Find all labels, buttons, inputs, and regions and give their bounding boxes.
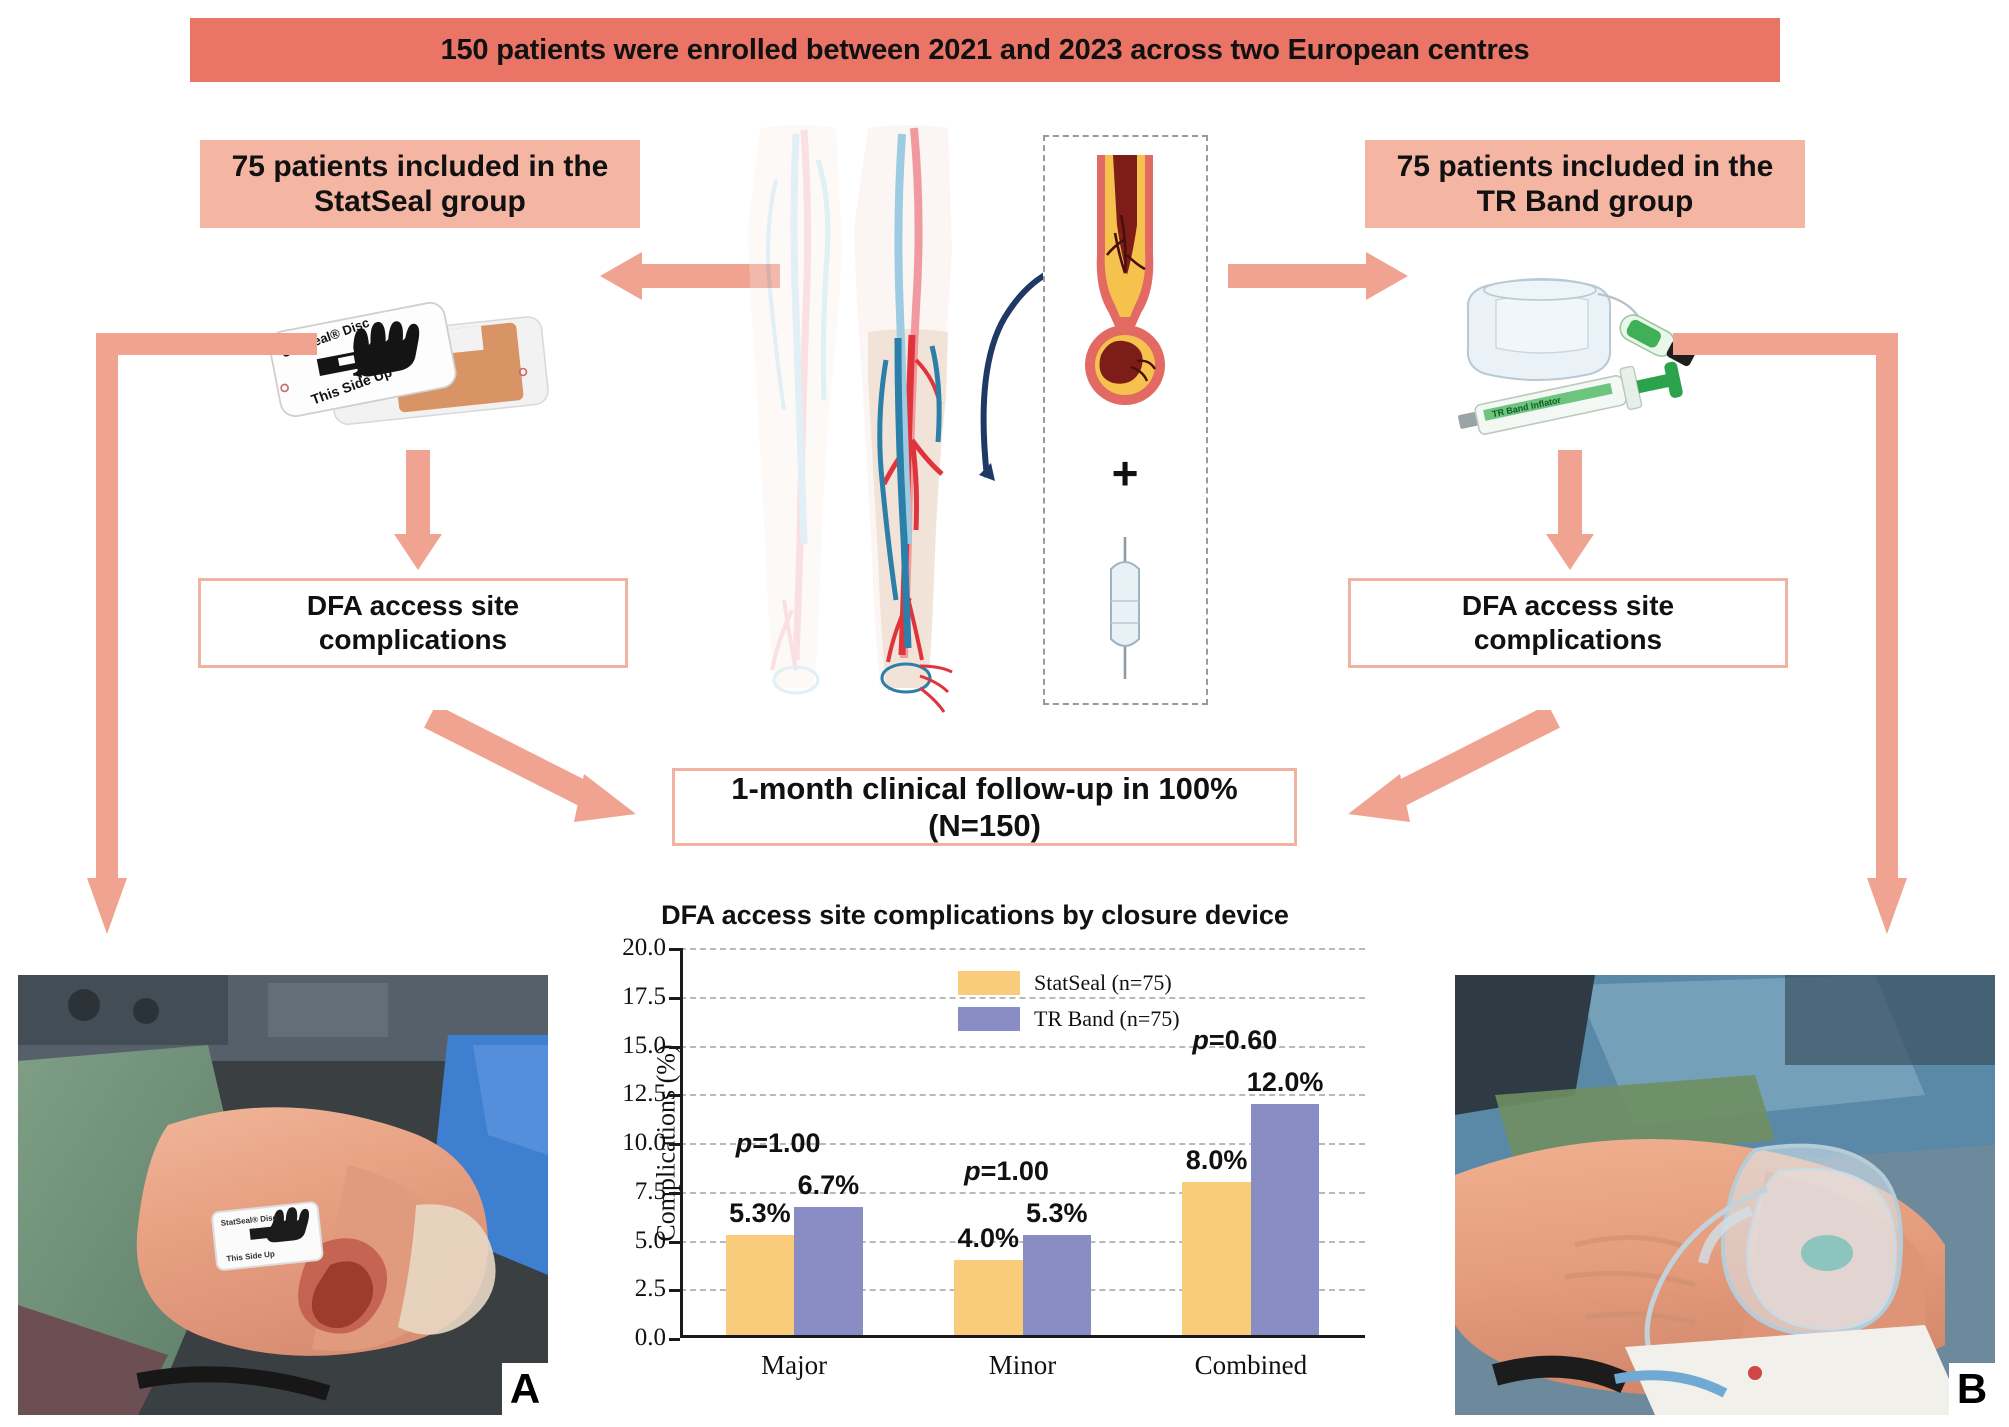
bar-value-label: 6.7% [797,1170,860,1201]
y-tick-label: 15.0 [622,1031,666,1059]
y-tick-label: 17.5 [622,982,666,1010]
y-tick-mark [669,1240,680,1244]
arrow-to-trband-group [1228,252,1408,300]
clinical-photo-a: StatSeal® Disc This Side Up A [18,975,548,1415]
arrow-left-to-followup [424,704,654,840]
bar-major-statseal: 5.3% [725,1198,795,1338]
legend-item: StatSeal (n=75) [958,970,1180,996]
bar-value-label: 4.0% [957,1223,1020,1253]
bar-minor-statseal: 4.0% [954,1223,1023,1338]
gridline [680,1143,1365,1145]
tr-band-device-image: TR Band Inflator [1440,258,1705,443]
x-tick-label-major: Major [761,1350,828,1380]
panel-letter-b: B [1949,1363,1995,1415]
y-tick-label: 10.0 [622,1129,666,1156]
y-tick-mark [669,1094,680,1098]
followup-label: 1-month clinical follow-up in 100% (N=15… [731,770,1238,843]
pvalue-minor: p=1.00 [964,1155,1049,1186]
legend-swatch [958,1007,1020,1031]
y-tick-mark [669,1289,680,1293]
gridline [680,996,1365,999]
panel-letter-a: A [502,1363,548,1415]
arrow-to-statseal-group [600,252,780,300]
arrow-right-to-photo-b [1665,330,1910,970]
arrow-right-to-followup [1330,704,1560,840]
gridline [680,1045,1365,1048]
statseal-group-box: 75 patients included in the StatSeal gro… [200,140,640,228]
complications-bar-chart: DFA access site complications by closure… [555,900,1395,1400]
chart-legend: StatSeal (n=75) TR Band (n=75) [958,970,1180,1042]
dfa-complications-label-right: DFA access site complications [1461,590,1675,655]
bar-value-label: 5.3% [1025,1197,1088,1228]
chart-title: DFA access site complications by closure… [661,900,1289,930]
y-tick-label: 2.5 [634,1275,666,1303]
chart-axis-frame [680,948,1365,1338]
statseal-group-label: 75 patients included in the StatSeal gro… [231,149,609,218]
y-tick-mark [669,1045,680,1049]
y-tick-label: 12.5 [622,1080,666,1108]
arrow-statseal-to-complications [394,450,442,570]
y-tick-mark [669,1338,680,1341]
x-tick-label-combined: Combined [1194,1350,1308,1380]
pvalue-major: p=1.00 [735,1128,821,1159]
enrollment-banner: 150 patients were enrolled between 2021 … [190,18,1780,82]
bar-major-trband: 6.7% [794,1170,863,1338]
y-tick-label: 0.0 [634,1324,666,1351]
y-tick-mark [669,1191,680,1195]
bar-combined-trband: 12.0% [1247,1067,1323,1338]
dfa-complications-box-left: DFA access site complications [198,578,628,668]
followup-box: 1-month clinical follow-up in 100% (N=15… [672,768,1297,846]
y-tick-label: 20.0 [622,934,666,961]
y-tick-label: 5.0 [634,1226,666,1254]
y-tick-label: 7.5 [634,1177,666,1205]
gridline [680,948,1365,950]
legend-label: StatSeal (n=75) [1034,970,1172,995]
trband-group-label: 75 patients included in the TR Band grou… [1396,149,1774,218]
arrow-left-to-photo-a [85,330,325,970]
arrow-trband-to-complications [1546,450,1594,570]
y-tick-mark [669,996,680,1000]
vessel-pathology-detail-panel: + [1043,135,1208,705]
y-tick-mark [669,1143,680,1146]
dfa-complications-label-left: DFA access site complications [306,590,520,655]
pvalue-combined: p=0.60 [1192,1025,1278,1055]
clinical-photo-b: B [1455,975,1995,1415]
x-tick-label-minor: Minor [988,1350,1057,1380]
legend-label: TR Band (n=75) [1034,1006,1180,1031]
gridline [680,1191,1365,1194]
legend-item: TR Band (n=75) [958,1006,1180,1032]
gridline [680,1094,1365,1097]
statseal-disc-device-image: StatSeal® Disc This Side Up [255,268,555,433]
y-tick-mark [669,948,680,951]
bar-value-label: 8.0% [1185,1145,1248,1175]
trband-group-box: 75 patients included in the TR Band grou… [1365,140,1805,228]
dfa-complications-box-right: DFA access site complications [1348,578,1788,668]
vessel-panel-graphics: + [1085,155,1165,679]
bar-value-label: 5.3% [729,1197,791,1228]
lower-limb-anatomy-illustration [700,120,1020,720]
bar-value-label: 12.0% [1246,1067,1324,1097]
bar-minor-trband: 5.3% [1022,1198,1091,1338]
bar-combined-statseal: 8.0% [1182,1145,1251,1338]
legend-swatch [958,971,1020,995]
plus-sign: + [1112,447,1139,499]
enrollment-banner-text: 150 patients were enrolled between 2021 … [440,33,1530,66]
